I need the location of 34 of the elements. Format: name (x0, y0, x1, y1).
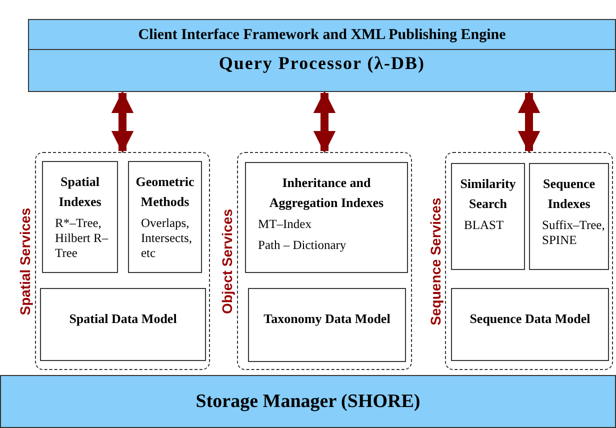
layer-box (28, 50, 616, 92)
component-box (245, 162, 408, 273)
data-model-box (40, 288, 206, 361)
data-model-box (248, 288, 406, 362)
layer-title: Storage Manager (SHORE) (196, 390, 420, 414)
group-label: Object Services (218, 208, 236, 314)
box-detail: R*–Tree, Hilbert R–Tree (54, 216, 110, 261)
group-label: Sequence Services (426, 197, 444, 325)
box-detail: MT–Index (257, 217, 312, 232)
component-box (128, 161, 202, 273)
box-detail: BLAST (463, 218, 505, 233)
component-box (529, 163, 609, 270)
box-title: Geometric Methods (134, 173, 196, 211)
box-title: Inheritance and Aggregation Indexes (268, 174, 385, 212)
layer-title: Client Interface Framework and XML Publishing Engine (138, 26, 506, 45)
group-label: Spatial Services (16, 207, 34, 315)
double-arrow (111, 90, 134, 154)
layer-box (28, 19, 616, 50)
box-detail: Path – Dictionary (257, 238, 348, 253)
box-title: Sequence Data Model (470, 310, 590, 328)
layer-box (0, 375, 616, 428)
layer-title: Query Processor (λ-DB) (218, 52, 426, 74)
data-model-box (451, 288, 609, 361)
box-title: Taxonomy Data Model (264, 310, 390, 328)
box-title: Sequence Indexes (542, 175, 596, 213)
box-detail: Suffix–Tree, SPINE (541, 218, 606, 248)
component-box (42, 161, 118, 273)
box-title: Similarity Search (459, 175, 517, 213)
component-box (451, 163, 525, 270)
box-title: Spatial Indexes (58, 173, 102, 211)
double-arrow (518, 90, 540, 154)
box-detail: Overlaps, Intersects, etc (140, 216, 194, 261)
double-arrow (313, 90, 336, 154)
box-title: Spatial Data Model (69, 310, 177, 328)
